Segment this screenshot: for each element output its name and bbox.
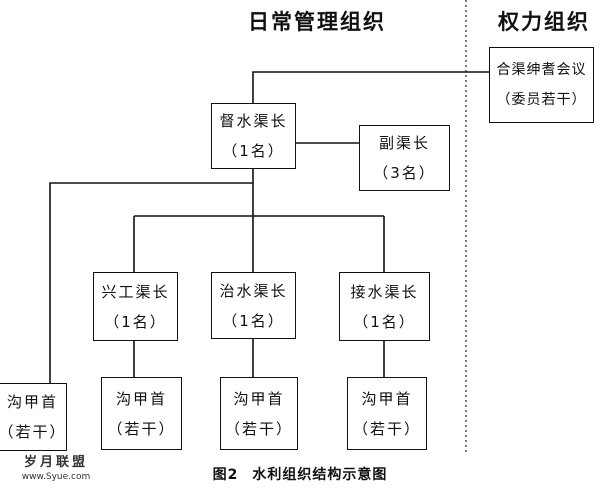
node-xinggong-sub: （1名） [104,312,167,331]
node-gou-1-title: 沟甲首 [6,393,58,411]
node-gou-2-sub: （若干） [107,419,176,438]
watermark-url: www.Syue.com [21,472,91,482]
node-jieshui-sub: （1名） [353,312,416,331]
watermark: 岁月联盟 www.Syue.com [16,456,96,484]
link-chief-left-branch [49,168,254,384]
node-gou-4-title: 沟甲首 [361,389,413,408]
node-gou-2-title: 沟甲首 [115,389,167,408]
node-gou-4-sub: （若干） [352,419,421,438]
header-daily-management: 日常管理组织 [248,10,386,34]
node-chief: 督水渠长 （1名） [211,103,296,169]
node-zhishui: 治水渠长 （1名） [211,272,296,339]
link-council-chief [252,71,489,104]
node-gou-1-sub: （若干） [0,423,67,441]
node-xinggong-title: 兴工渠长 [101,282,170,301]
node-council: 合渠绅耆会议 （委员若干） [489,47,594,123]
figure-number: 图2 [212,467,239,483]
node-council-title: 合渠绅耆会议 [496,62,587,78]
node-gou-4: 沟甲首 （若干） [347,377,427,450]
watermark-name: 岁月联盟 [23,455,88,470]
node-jieshui-title: 接水渠长 [350,282,419,301]
node-jieshui: 接水渠长 （1名） [339,272,430,341]
node-gou-3: 沟甲首 （若干） [220,377,298,450]
node-deputy-sub: （3名） [373,164,436,182]
node-deputy: 副渠长 （3名） [359,125,450,191]
node-chief-sub: （1名） [222,142,285,160]
node-zhishui-title: 治水渠长 [219,281,288,300]
node-gou-2: 沟甲首 （若干） [101,377,182,450]
node-gou-3-title: 沟甲首 [233,389,285,408]
node-zhishui-sub: （1名） [222,311,285,330]
node-council-sub: （委员若干） [496,92,587,108]
figure-title: 水利组织结构示意图 [252,467,388,483]
node-xinggong: 兴工渠长 （1名） [93,272,178,341]
node-gou-3-sub: （若干） [224,419,293,438]
node-gou-1: 沟甲首 （若干） [0,383,67,451]
header-power-organization: 权力组织 [498,10,590,34]
node-chief-title: 督水渠长 [219,112,288,130]
figure-caption: 图2 水利组织结构示意图 [0,464,600,484]
node-deputy-title: 副渠长 [378,134,430,152]
